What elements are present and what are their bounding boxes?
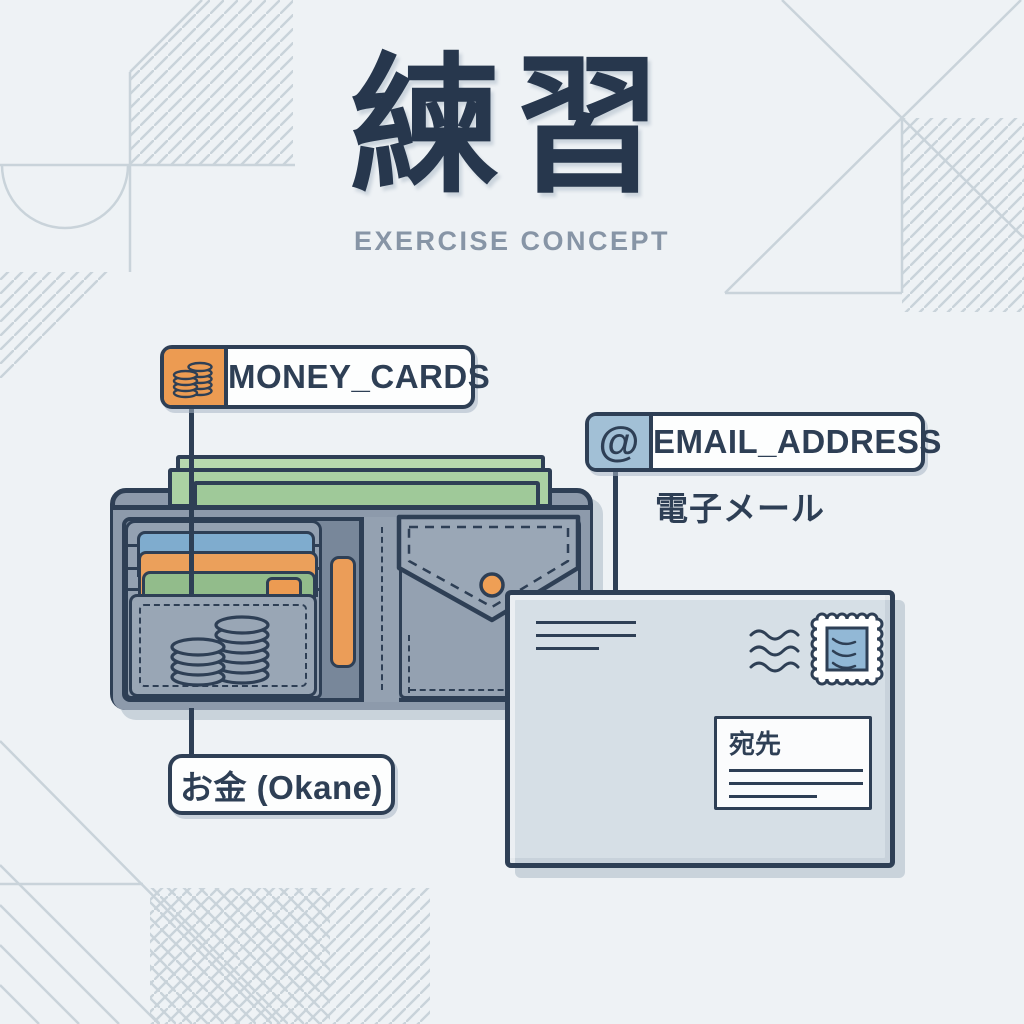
recipient-label: 宛先 <box>729 729 782 759</box>
address-line <box>729 795 817 798</box>
sender-line <box>536 634 636 637</box>
recipient-address-box: 宛先 <box>714 716 872 810</box>
envelope-illustration: 宛先 <box>505 590 895 868</box>
sender-line <box>536 647 599 650</box>
callout-email-address: @ EMAIL_ADDRESS <box>585 412 941 472</box>
pocket-stitching <box>408 635 410 693</box>
stamp-and-postmark <box>749 612 884 686</box>
coins-icon <box>170 615 270 687</box>
sender-line <box>536 621 636 624</box>
stamp-icon <box>810 612 884 686</box>
postmark-icon <box>749 629 800 673</box>
callout-money-cards: MONEY_CARDS <box>160 345 490 409</box>
callout-email-address-label: EMAIL_ADDRESS <box>653 423 942 460</box>
middle-orange-card <box>330 556 356 668</box>
gusset-stitching <box>381 527 383 690</box>
at-sign-icon: @ <box>589 416 653 468</box>
address-line <box>729 769 863 772</box>
connector-email-to-envelope <box>613 470 618 594</box>
callout-okane-label: お金 (Okane) <box>179 768 384 806</box>
pocket-stitching <box>410 689 562 691</box>
connector-money-to-wallet <box>189 408 194 595</box>
wallet-divider <box>359 517 364 702</box>
coin-pocket <box>129 594 317 697</box>
connector-wallet-to-okane <box>189 708 194 756</box>
page-title: 練習 <box>349 42 674 210</box>
callout-money-cards-label: MONEY_CARDS <box>228 358 491 395</box>
callout-okane: お金 (Okane) <box>168 754 395 815</box>
wallet-card-compartment <box>125 520 322 699</box>
address-line <box>729 782 863 785</box>
page-subtitle: EXERCISE CONCEPT <box>353 226 671 256</box>
pocket-stitching <box>139 604 307 687</box>
email-japanese-caption: 電子メール <box>655 490 825 527</box>
snap-button <box>479 572 505 598</box>
coins-icon <box>164 349 228 405</box>
